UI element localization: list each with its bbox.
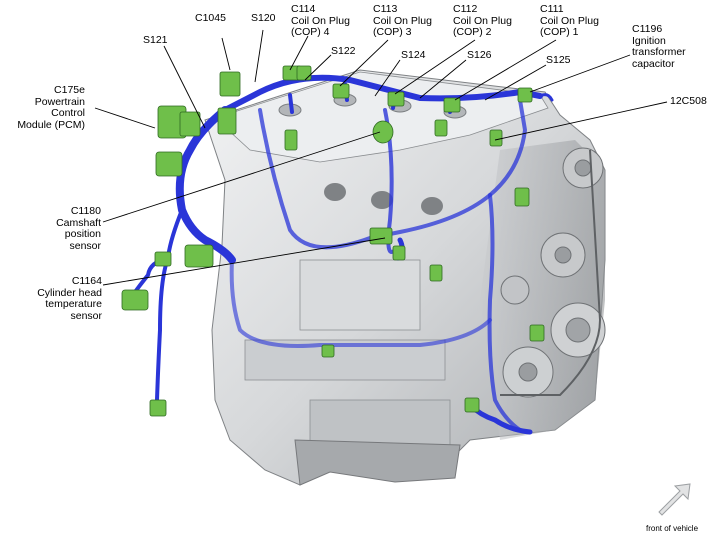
c1180-line2: Camshaft <box>56 216 101 229</box>
label-s121: S121 <box>143 34 168 47</box>
label-c113: C113 Coil On Plug (COP) 3 <box>373 3 432 39</box>
c111-connector <box>443 97 461 113</box>
c111-line3: (COP) 1 <box>540 26 579 38</box>
c1045-connector <box>219 71 241 97</box>
connectors <box>121 65 545 417</box>
c1164-line2: Cylinder head <box>37 286 102 299</box>
label-s125: S125 <box>546 54 571 67</box>
c175e-line2: Powertrain <box>34 95 85 108</box>
front-of-vehicle-label: front of vehicle <box>646 524 699 533</box>
label-c175e: C175e Powertrain Control Module (PCM) <box>5 84 85 131</box>
c175e-line4: Module (PCM) <box>17 118 85 131</box>
c114-id: C114 <box>291 3 316 15</box>
label-12c508: 12C508 <box>670 95 707 108</box>
label-s122: S122 <box>331 45 356 58</box>
c12c508-connector <box>489 129 503 147</box>
c114-line2: Coil On Plug <box>291 14 350 27</box>
s124-id: S124 <box>401 49 426 61</box>
label-c111: C111 Coil On Plug (COP) 1 <box>540 3 599 39</box>
c113-id: C113 <box>373 3 398 15</box>
c113-line2: Coil On Plug <box>373 14 432 27</box>
c1164-line4: sensor <box>70 309 102 322</box>
c112-line3: (COP) 2 <box>453 26 492 38</box>
label-s126: S126 <box>467 49 492 62</box>
c1045-id: C1045 <box>195 12 226 24</box>
c1180-line3: position <box>64 228 101 240</box>
s125-id: S125 <box>546 54 571 66</box>
c175e-line3: Control <box>51 107 85 119</box>
c1196-line4: capacitor <box>632 57 675 70</box>
c1196-connector <box>517 87 533 103</box>
c112-line2: Coil On Plug <box>453 14 512 27</box>
c112-connector <box>387 91 405 107</box>
c1164-line3: temperature <box>45 298 102 310</box>
label-c1180: C1180 Camshaft position sensor <box>35 205 101 252</box>
c113-line3: (COP) 3 <box>373 26 412 38</box>
c112-id: C112 <box>453 3 478 15</box>
label-c114: C114 Coil On Plug (COP) 4 <box>291 3 350 39</box>
c113-connector <box>332 83 350 99</box>
label-c1045: C1045 <box>195 12 226 25</box>
c114-line3: (COP) 4 <box>291 26 330 38</box>
c1180-id: C1180 <box>70 205 101 217</box>
label-c1196: C1196 Ignition transformer capacitor <box>632 23 686 70</box>
leader-lines <box>94 29 668 286</box>
c111-line2: Coil On Plug <box>540 14 599 27</box>
s126-id: S126 <box>467 49 492 61</box>
c111-id: C111 <box>540 3 564 15</box>
label-c112: C112 Coil On Plug (COP) 2 <box>453 3 512 39</box>
s120-id: S120 <box>251 12 276 24</box>
s121-id: S121 <box>143 34 168 46</box>
c1196-line3: transformer <box>632 46 686 58</box>
label-s120: S120 <box>251 12 276 25</box>
engine-block <box>204 69 606 486</box>
c1164-connector <box>121 289 149 311</box>
c1180-line4: sensor <box>69 239 101 252</box>
c175e-id: C175e <box>54 84 85 96</box>
12c508-id: 12C508 <box>670 95 707 107</box>
c1196-id: C1196 <box>632 23 663 35</box>
label-c1164: C1164 Cylinder head temperature sensor <box>2 275 102 322</box>
c1180-connector <box>372 120 394 144</box>
label-s124: S124 <box>401 49 426 62</box>
c1164-id: C1164 <box>71 275 102 287</box>
s122-id: S122 <box>331 45 356 57</box>
c1196-line2: Ignition <box>632 34 666 47</box>
